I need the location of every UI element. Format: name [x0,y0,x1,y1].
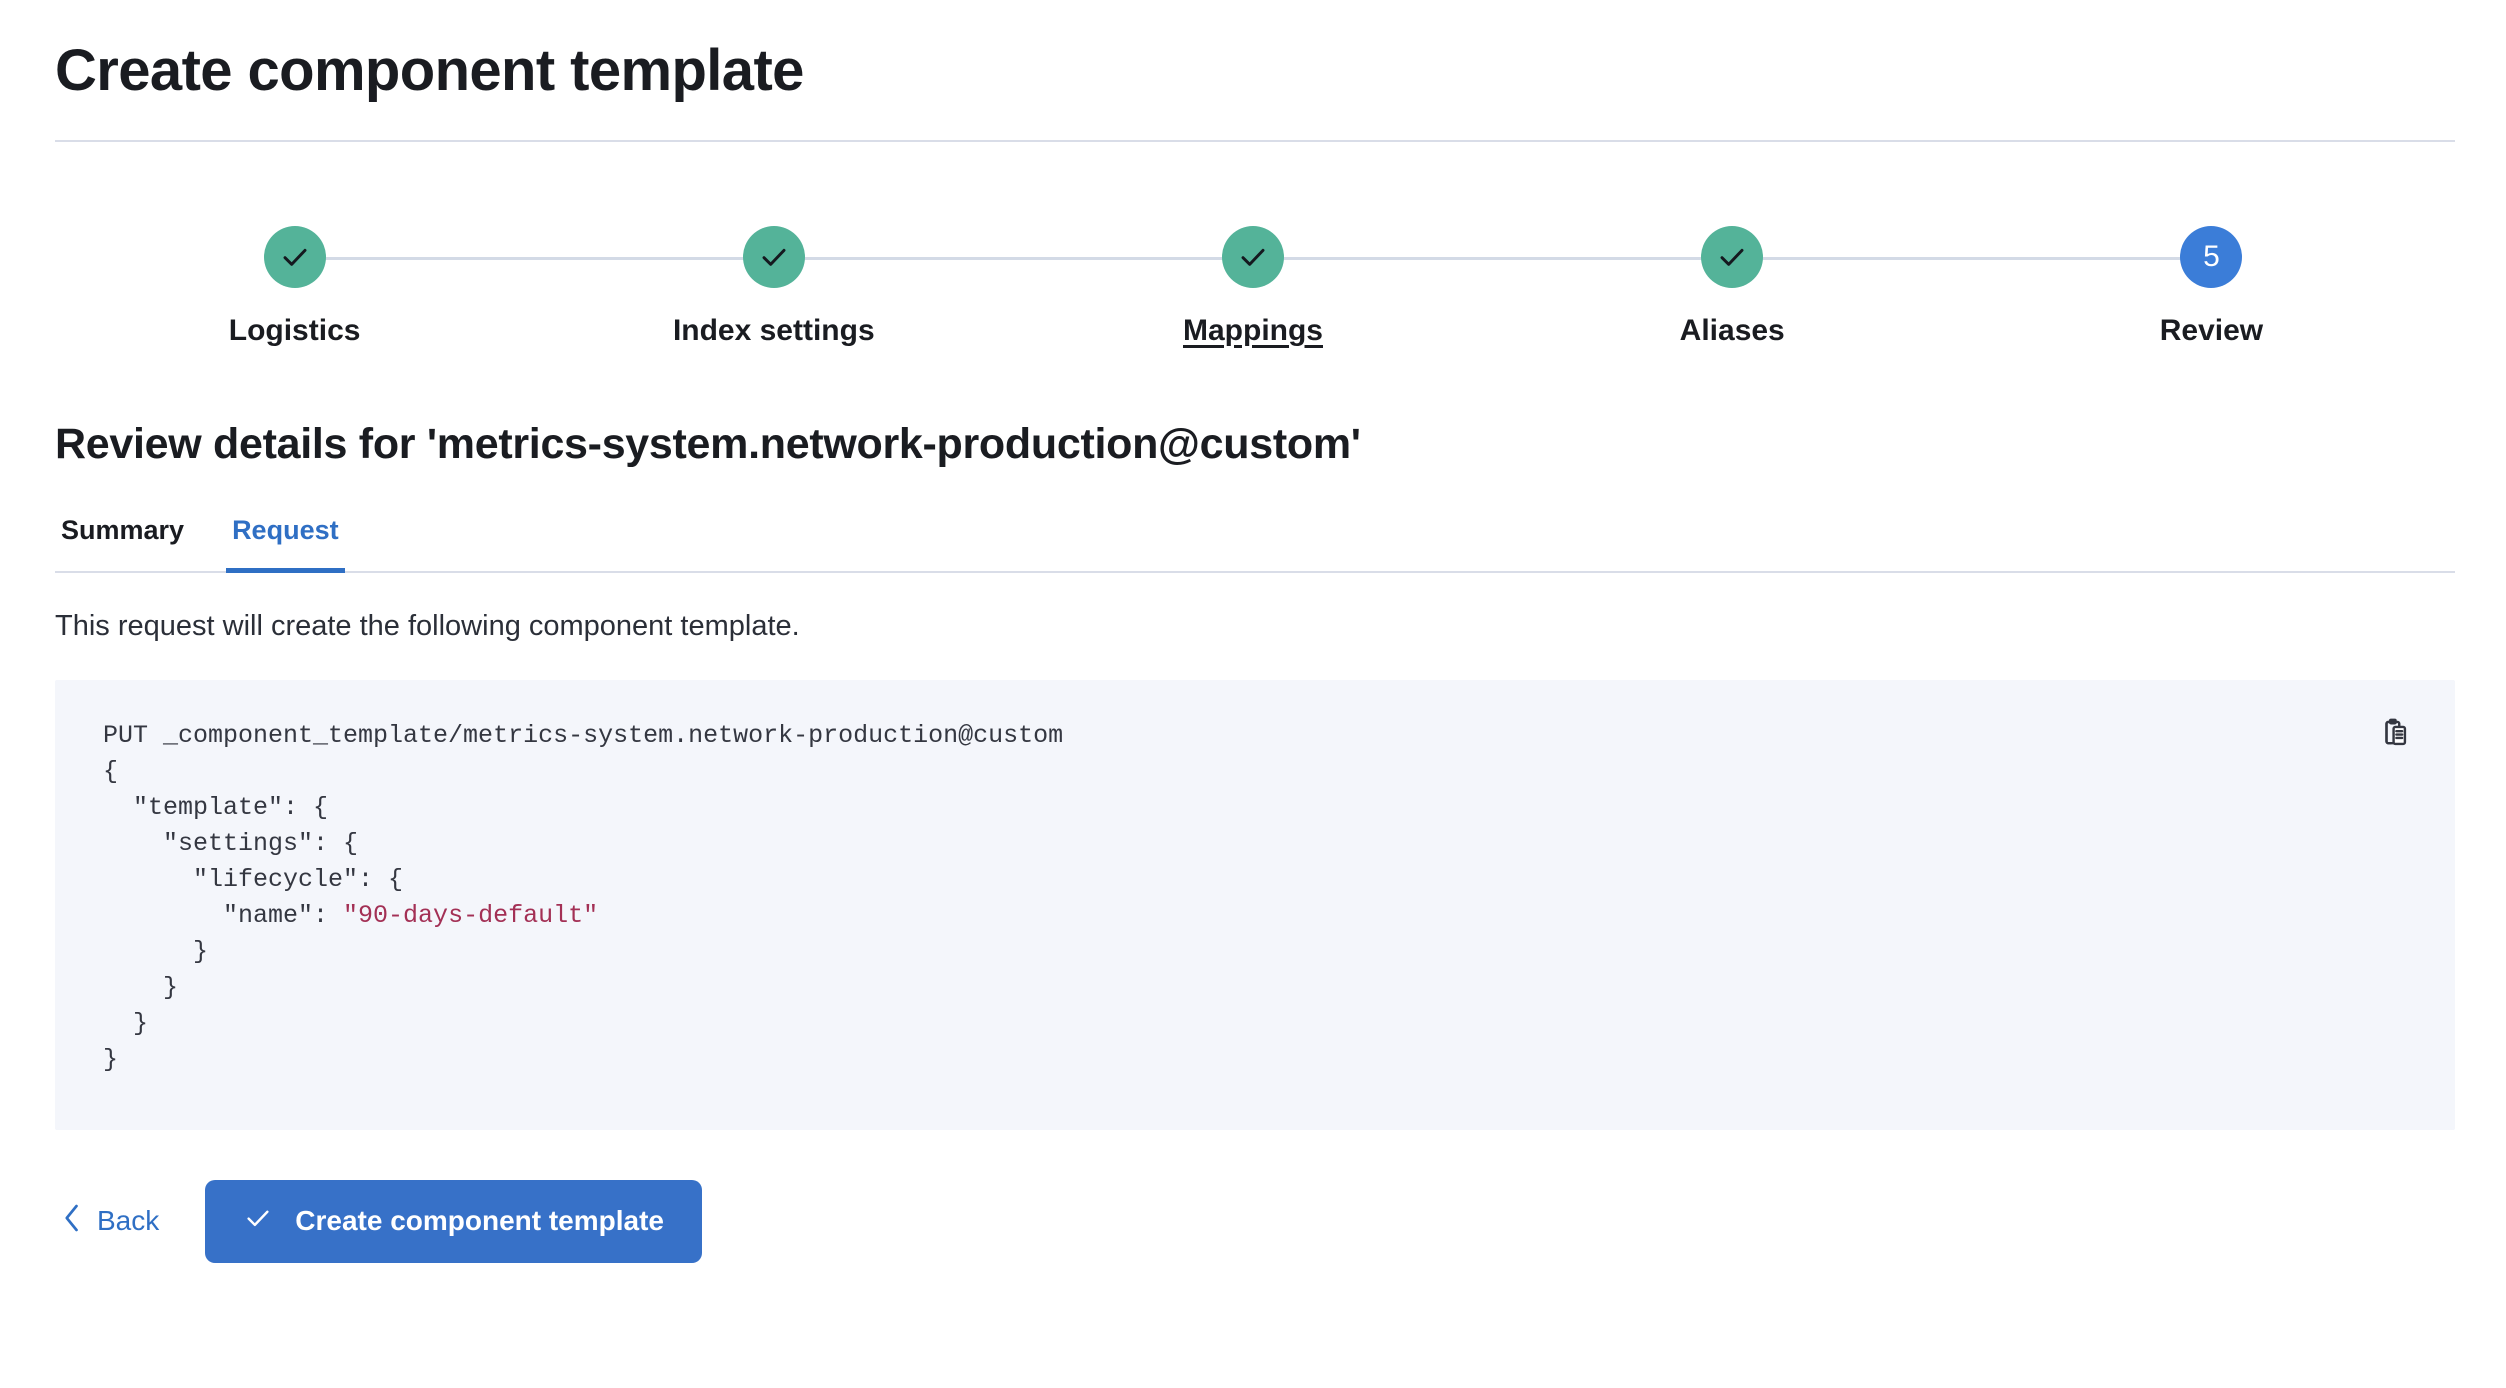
page-title: Create component template [55,38,804,103]
copy-clipboard-icon[interactable] [2373,712,2417,756]
check-icon [758,241,790,273]
code-line-9: } [103,1008,149,1038]
step-label: Review [2159,313,2264,347]
chevron-left-icon [61,1203,83,1240]
title-divider [55,139,2455,142]
code-line-1: PUT _component_template/metrics-system.n… [103,720,1064,750]
create-component-template-button[interactable]: Create component template [205,1179,702,1263]
code-line-6-key: "name": [103,900,344,930]
code-line-5: "lifecycle": { [103,864,404,894]
code-line-4: "settings": { [103,828,359,858]
wizard-stepper: Logistics Index settings [55,225,2451,366]
code-line-8: } [103,972,179,1002]
tab-summary[interactable]: Summary [55,515,190,573]
check-icon [1716,241,1748,273]
review-tabs: Summary Request [55,515,2455,573]
step-label: Index settings [672,313,875,347]
step-number: 5 [2203,239,2220,273]
stepper-step-aliases[interactable]: Aliases [1493,225,1972,348]
wizard-footer: Back Create component template [55,1179,2451,1263]
code-line-10: } [103,1044,119,1074]
check-icon [243,1203,273,1240]
check-icon [1237,241,1269,273]
stepper-step-mappings[interactable]: Mappings [1013,225,1492,348]
create-component-template-label: Create component template [295,1205,664,1237]
step-circle-complete [1701,225,1764,288]
step-label: Mappings [1183,313,1323,347]
request-code-panel: PUT _component_template/metrics-system.n… [55,679,2455,1130]
step-label: Logistics [228,313,361,347]
step-label: Aliases [1679,313,1785,347]
code-line-3: "template": { [103,792,329,822]
step-circle-current: 5 [2180,225,2243,288]
stepper-step-logistics[interactable]: Logistics [55,225,534,348]
request-code: PUT _component_template/metrics-system.n… [55,718,2455,1078]
back-button[interactable]: Back [55,1193,165,1250]
step-circle-complete [263,225,326,288]
step-circle-complete [1222,225,1284,288]
check-icon [279,241,311,273]
code-line-6-value: "90-days-default" [343,900,599,930]
review-details-heading: Review details for 'metrics-system.netwo… [55,419,1361,468]
stepper-step-review[interactable]: 5 Review [1972,225,2451,348]
tab-list: Summary Request [55,515,2455,573]
tab-request[interactable]: Request [226,515,345,573]
tabs-divider [55,570,2455,573]
stepper-step-index-settings[interactable]: Index settings [534,225,1013,348]
code-line-7: } [103,936,209,966]
step-circle-complete [742,225,805,288]
request-description: This request will create the following c… [55,609,800,642]
code-line-2: { [103,756,119,786]
back-button-label: Back [97,1205,160,1237]
